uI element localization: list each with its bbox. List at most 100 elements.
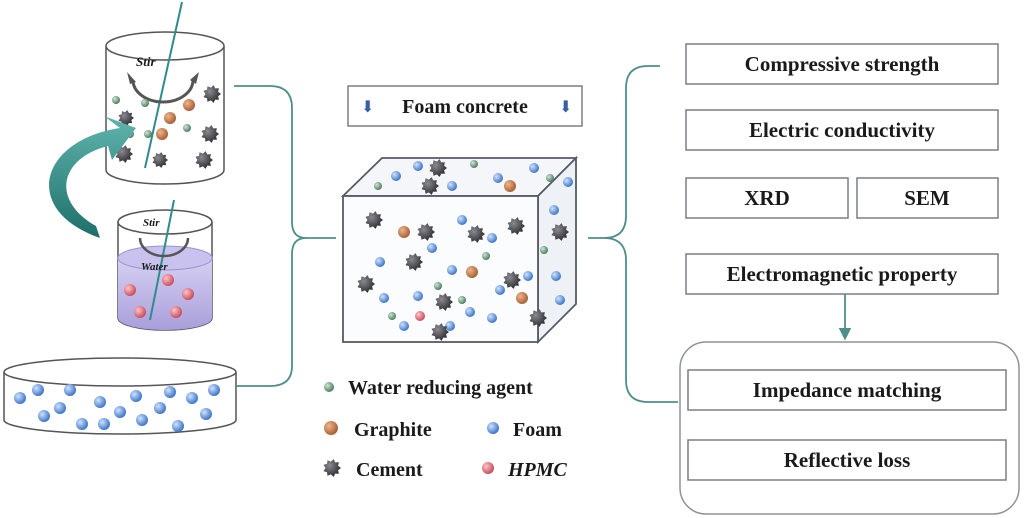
down-arrow-icon: ⬇: [361, 99, 374, 116]
electric-conductivity-box: [685, 109, 999, 151]
cement-particle: [431, 323, 449, 341]
foam-particle: [208, 384, 220, 396]
legend-water-reducing-label: Water reducing agent: [348, 377, 533, 399]
foam-particles: [14, 384, 220, 432]
compressive-strength-label: Compressive strength: [745, 52, 940, 76]
electromagnetic-property-box: [685, 253, 999, 295]
reflective-loss-label: Reflective loss: [784, 448, 911, 472]
electromagnetic-group-panel: [679, 341, 1020, 515]
cement-particle: [503, 271, 521, 289]
water-reducing-particle: [183, 124, 191, 132]
water-label: Water: [141, 261, 168, 273]
cement-particle: [118, 110, 134, 126]
cement-particle: [203, 85, 221, 103]
foam-particle: [38, 410, 50, 422]
foam-particle: [375, 257, 385, 267]
down-arrow-icon: ⬇: [559, 99, 572, 116]
water-reducing-particle: [112, 96, 120, 104]
cement-particle: [507, 217, 525, 235]
foam-particle: [130, 390, 142, 402]
cement-particle: [417, 223, 435, 241]
foam-particle: [495, 285, 505, 295]
stir-label-top: Stir: [136, 54, 156, 69]
hpmc-particle: [162, 274, 174, 286]
transfer-arrow-icon: [49, 116, 136, 238]
foam-particle: [447, 181, 457, 191]
foam-particle: [445, 321, 455, 331]
graphite-particle: [398, 226, 410, 238]
foam-particle: [200, 408, 212, 420]
foam-particle: [523, 271, 533, 281]
legend-water-reducing-marker: [324, 382, 334, 392]
foam-particle: [529, 163, 539, 173]
sem-label: SEM: [904, 186, 950, 210]
legend-cement-label: Cement: [356, 459, 423, 481]
water-reducing-particle: [482, 252, 490, 260]
cement-particle: [323, 459, 341, 477]
legend-foam-label: Foam: [513, 419, 562, 441]
cement-particle: [357, 275, 375, 293]
water-reducing-particle: [470, 160, 478, 168]
foam-particle: [447, 265, 457, 275]
electric-conductivity-label: Electric conductivity: [749, 118, 936, 142]
electromagnetic-property-label: Electromagnetic property: [727, 262, 958, 286]
foam-particle: [391, 171, 401, 181]
legend-hpmc-marker: [482, 462, 494, 474]
reflective-loss-box: [687, 439, 1007, 481]
foam-particle: [114, 406, 126, 418]
graphite-particle: [183, 99, 195, 111]
graphite-particle: [516, 292, 528, 304]
cement-particle: [115, 145, 133, 163]
left-bracket-connector: [234, 85, 336, 387]
water-reducing-particle: [434, 282, 442, 290]
foam-particle: [54, 402, 66, 414]
graphite-particle: [504, 180, 516, 192]
foam-particle: [413, 291, 423, 301]
graphite-particle: [164, 112, 176, 124]
hpmc-particle: [182, 288, 194, 300]
foam-particle: [399, 321, 409, 331]
stir-arrowhead-top-right: [190, 72, 199, 84]
cement-particle: [551, 223, 569, 241]
foam-particle: [154, 402, 166, 414]
cement-particle: [429, 159, 447, 177]
cement-particle: [365, 211, 383, 229]
legend: Water reducing agent Graphite Foam Cemen…: [323, 377, 568, 481]
foam-particle: [487, 313, 497, 323]
stir-rod-top: [144, 1, 183, 169]
xrd-label: XRD: [744, 186, 790, 210]
foam-particle: [379, 293, 389, 303]
impedance-matching-box: [687, 369, 1007, 411]
cement-particle: [421, 177, 439, 195]
cube-particles: [357, 159, 573, 341]
foam-particle: [14, 392, 26, 404]
water-reducing-particle: [546, 174, 554, 182]
water-reducing-particle: [144, 130, 152, 138]
foam-particle: [555, 295, 565, 305]
foam-particle: [164, 386, 176, 398]
title-box: [347, 85, 583, 127]
stir-arc-small: [138, 237, 190, 258]
graphite-particle: [156, 128, 168, 140]
impedance-matching-label: Impedance matching: [753, 378, 942, 402]
legend-cement-marker: [323, 459, 341, 477]
hpmc-particle: [124, 284, 136, 296]
water-reducing-particle: [458, 296, 466, 304]
cement-particle: [529, 309, 547, 327]
cement-particle: [201, 125, 219, 143]
foam-particle: [98, 418, 110, 430]
foam-particle: [549, 205, 559, 215]
graphite-particle: [466, 266, 478, 278]
foam-concrete-title: Foam concrete: [402, 96, 528, 118]
hpmc-particles: [124, 274, 194, 318]
cement-particle: [467, 225, 485, 243]
water-reducing-particle: [388, 312, 396, 320]
cement-particle: [195, 151, 213, 169]
sem-box: [856, 177, 999, 219]
foam-particle: [457, 215, 467, 225]
stir-rod-small: [149, 199, 175, 321]
legend-foam-marker: [487, 422, 499, 434]
foam-particle: [413, 161, 423, 171]
stir-label-small: Stir: [143, 217, 160, 229]
